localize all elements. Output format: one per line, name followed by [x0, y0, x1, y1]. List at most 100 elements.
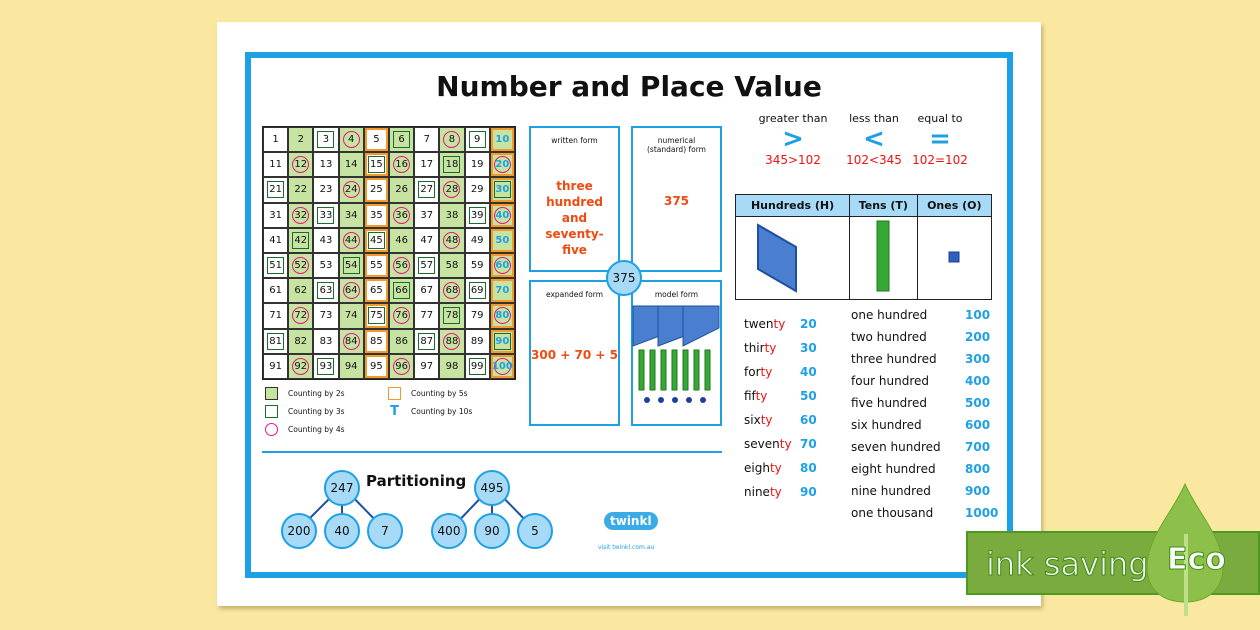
word-stem: nine: [744, 485, 770, 499]
leaf-badge: Eco: [1146, 482, 1227, 621]
square-icon: [265, 405, 278, 418]
hundred-flat-icon: [757, 223, 797, 293]
grid-cell: 76: [389, 303, 415, 329]
cell-number: 37: [420, 209, 434, 221]
cell-number: 83: [319, 335, 333, 347]
cell-number: 86: [395, 335, 408, 347]
numerical-form-label: numerical (standard) form: [647, 136, 706, 154]
grid-cell: 62: [288, 278, 314, 304]
grid-cell: 49: [464, 227, 490, 253]
legend-label: Counting by 2s: [288, 389, 345, 398]
grid-cell: 69: [464, 278, 490, 304]
cell-number: 35: [370, 209, 383, 221]
cell-number: 15: [367, 156, 385, 174]
grid-cell: 82: [288, 328, 314, 354]
hundreds-word: seven hundred: [851, 440, 941, 454]
grid-cell: 96: [389, 353, 415, 379]
cell-number: 39: [468, 206, 486, 224]
grid-cell: 32: [288, 202, 314, 228]
grid-cell: 5: [363, 127, 389, 153]
grid-cell: 53: [313, 252, 339, 279]
grid-cell: 100: [489, 353, 515, 379]
grid-cell: 50: [489, 227, 515, 253]
grid-cell: 63: [313, 278, 339, 304]
tens-number: 50: [800, 389, 817, 403]
grid-cell: 19: [464, 152, 490, 178]
grid-cell: 14: [338, 152, 364, 178]
grid-cell: 67: [414, 278, 440, 304]
word-suffix: ty: [773, 317, 786, 331]
word-suffix: ty: [764, 341, 777, 355]
cell-number: 59: [470, 260, 484, 272]
grid-cell: 8: [439, 127, 465, 153]
written-form-value: three hundred and seventy-five: [545, 179, 604, 257]
cell-number: 58: [445, 260, 459, 272]
grid-cell: 90: [489, 328, 515, 354]
cell-number: 98: [445, 360, 459, 372]
grid-cell: 89: [464, 328, 490, 354]
grid-cell: 39: [464, 202, 490, 228]
cell-number: 77: [420, 310, 434, 322]
part-bubble: 90: [474, 513, 510, 549]
hundreds-number: 1000: [965, 506, 999, 520]
grid-cell: 47: [414, 227, 440, 253]
cell-number: 12: [292, 156, 310, 174]
grid-cell: 97: [414, 353, 440, 379]
grid-cell: 24: [338, 177, 364, 203]
header-ones: Ones (O): [916, 194, 993, 217]
grid-cell: 74: [338, 303, 364, 329]
word-suffix: ty: [755, 389, 768, 403]
part-bubble: 5: [517, 513, 553, 549]
cmp-example: 102<345: [846, 153, 902, 167]
cell-number: 42: [292, 231, 310, 249]
grid-cell: 18: [439, 152, 465, 178]
legend-label: Counting by 5s: [411, 389, 468, 398]
cell-number: 64: [342, 282, 360, 300]
grid-cell: 64: [338, 278, 364, 304]
equal-to: equal to=102=102: [900, 112, 980, 167]
legend-2s: Counting by 2s: [265, 387, 345, 400]
cell-number: 9: [468, 131, 486, 149]
grid-cell: 81: [263, 328, 289, 354]
grid-cell: 99: [464, 353, 490, 379]
grid-cell: 17: [414, 152, 440, 178]
word-suffix: ty: [779, 437, 792, 451]
grid-cell: 72: [288, 303, 314, 329]
page-title: Number and Place Value: [436, 70, 822, 103]
cell-number: 56: [393, 257, 411, 275]
whole-bubble: 495: [474, 470, 510, 506]
grid-cell: 11: [263, 152, 289, 178]
tens-word: fifty: [744, 389, 800, 413]
tens-number: 40: [800, 365, 817, 379]
cell-number: 33: [317, 206, 335, 224]
equals-icon: =: [929, 124, 951, 154]
cell-number: 69: [468, 282, 486, 300]
hundreds-word: nine hundred: [851, 484, 931, 498]
model-form-box: model form: [631, 280, 722, 426]
cell-number: 2: [297, 134, 304, 146]
legend-3s: Counting by 3s: [265, 405, 345, 418]
blue-frame: [245, 52, 1013, 578]
tens-word: ninety: [744, 485, 800, 509]
hundreds-word: six hundred: [851, 418, 922, 432]
word-stem: seven: [744, 437, 780, 451]
cell-number: 50: [495, 234, 510, 246]
cell-number: 85: [370, 335, 383, 347]
base-ten-model-icon: [632, 305, 720, 403]
grid-cell: 57: [414, 252, 440, 279]
eco-label: Eco: [1167, 542, 1227, 578]
legend-4s: Counting by 4s: [265, 423, 345, 436]
twinkl-logo: twinkl: [604, 512, 658, 530]
cell-number: 17: [420, 159, 434, 171]
hundreds-word: five hundred: [851, 396, 927, 410]
cell-number: 43: [319, 234, 333, 246]
cell-number: 28: [443, 181, 461, 199]
